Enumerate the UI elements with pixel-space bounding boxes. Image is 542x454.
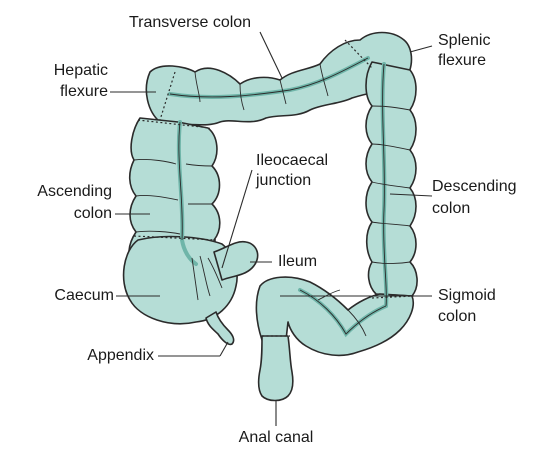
label-hepatic-flexure-line2: flexure <box>20 82 108 102</box>
label-splenic-flexure-line1: Splenic <box>438 31 490 51</box>
label-ileocaecal-junction-line1: Ileocaecal <box>256 151 328 171</box>
label-caecum: Caecum <box>10 286 114 306</box>
label-anal-canal: Anal canal <box>196 428 356 448</box>
label-sigmoid-colon-line2: colon <box>438 307 476 327</box>
label-descending-colon-line1: Descending <box>432 177 517 197</box>
descending-colon-shape <box>366 62 417 296</box>
label-ileum: Ileum <box>278 252 317 272</box>
appendix-shape <box>206 312 234 344</box>
label-ileocaecal-junction-line2: junction <box>256 171 311 191</box>
label-sigmoid-colon-line1: Sigmoid <box>438 286 496 306</box>
label-ascending-colon-line1: Ascending <box>6 182 112 202</box>
label-splenic-flexure-line2: flexure <box>438 51 486 71</box>
label-transverse-colon: Transverse colon <box>120 13 260 33</box>
label-hepatic-flexure-line1: Hepatic <box>20 61 108 81</box>
label-ascending-colon-line2: colon <box>6 204 112 224</box>
label-appendix: Appendix <box>40 346 154 366</box>
label-descending-colon-line2: colon <box>432 199 470 219</box>
rectum-shape <box>259 336 293 401</box>
